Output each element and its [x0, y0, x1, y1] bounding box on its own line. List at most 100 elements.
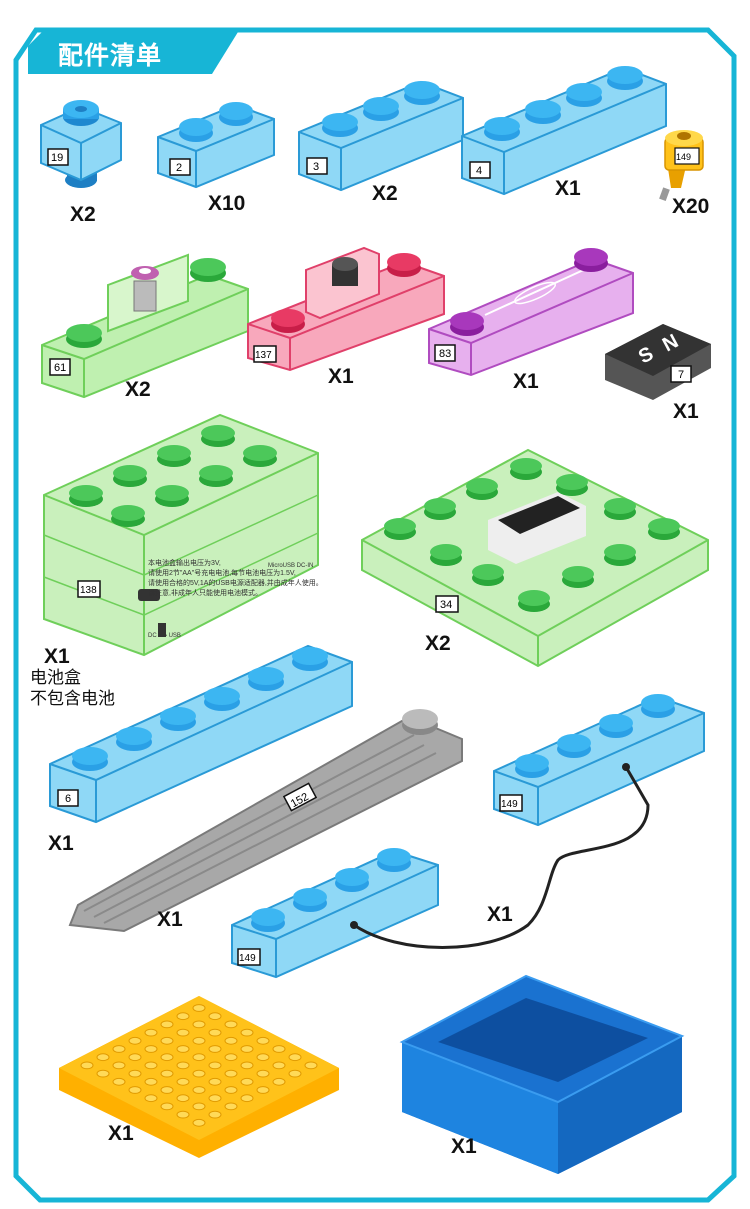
base-plate-stud [208, 1110, 222, 1119]
base-plate-stud [160, 1020, 174, 1029]
base-plate-stud [256, 1069, 270, 1078]
base-plate-stud [112, 1061, 126, 1070]
usb-port-label: MicroUSB DC-IN [268, 563, 313, 569]
quantity-label: X1 [157, 908, 183, 931]
title-tab [28, 32, 238, 74]
green-switch-brick-icon: 61 [41, 253, 249, 399]
1x2-blue-brick-icon: 2 [157, 102, 275, 189]
base-plate-stud [192, 1036, 206, 1045]
quantity-label: X1 [513, 370, 539, 393]
base-plate-stud [160, 1086, 174, 1094]
quantity-label: X1 [328, 365, 354, 388]
1x3-blue-brick-icon: 3 [298, 80, 464, 192]
part-number: 61 [54, 362, 66, 374]
base-plate-stud [192, 1118, 206, 1127]
base-plate-stud [192, 1069, 206, 1078]
battery-warning-line: 本电池盒输出电压为3V, [148, 558, 221, 567]
base-plate-stud [160, 1036, 174, 1045]
base-plate-stud [176, 1028, 190, 1037]
part-number: 3 [313, 161, 319, 173]
base-plate-stud [192, 1102, 206, 1111]
base-plate-stud [288, 1069, 302, 1078]
part-number: 7 [678, 369, 684, 381]
base-plate-stud [96, 1053, 110, 1062]
base-plate-stud [176, 1061, 190, 1070]
part-number: 2 [176, 162, 182, 174]
part-number: 19 [51, 152, 63, 164]
base-plate-stud [208, 1061, 222, 1070]
part-number: 83 [439, 348, 451, 360]
base-plate-stud [272, 1045, 286, 1053]
base-plate-stud [160, 1069, 174, 1078]
page-title: 配件清单 [58, 41, 163, 70]
base-plate-stud [240, 1077, 254, 1086]
yellow-pin-icon: 149 [659, 130, 704, 202]
battery-note-line: 不包含电池 [30, 689, 115, 709]
part-number: 149 [239, 953, 256, 964]
quantity-label: X1 [44, 645, 70, 668]
base-plate-stud [272, 1061, 286, 1070]
battery-warning-line: 请注意,非成年人只能使用电池模式。 [148, 588, 262, 597]
quantity-label: X2 [372, 182, 398, 205]
1x1-blue-brick-icon: 19 [40, 100, 122, 188]
quantity-label: X1 [487, 903, 513, 926]
wired-blue-brick-pair-icon: 149 149 [231, 694, 705, 979]
display-plate-icon: 34 [361, 448, 709, 668]
battery-box-icon: 本电池盒输出电压为3V, 请使用2节"AA"号充电电池,每节电池电压为1.5V,… [43, 413, 323, 657]
base-plate-stud [128, 1036, 142, 1045]
quantity-label: X20 [672, 195, 710, 218]
base-plate-stud [224, 1069, 238, 1078]
base-plate-stud [128, 1069, 142, 1078]
base-plate-stud [176, 1110, 190, 1119]
base-plate-stud [176, 1077, 190, 1086]
base-plate-stud [208, 1077, 222, 1086]
base-plate-stud [208, 1045, 222, 1053]
quantity-label: X10 [208, 192, 246, 215]
quantity-label: X1 [108, 1122, 134, 1145]
quantity-label: X2 [125, 378, 151, 401]
base-plate-stud [240, 1094, 254, 1103]
brick-separator-tool-icon: 152 [68, 709, 463, 933]
base-plate-stud [160, 1053, 174, 1062]
base-plate-stud [256, 1036, 270, 1045]
battery-warning-line: 请使用合格的5V,1A的USB电源适配器,并由成年人使用。 [148, 578, 323, 587]
base-plate-stud [112, 1045, 126, 1053]
part-number: 149 [501, 799, 518, 810]
quantity-label: X1 [451, 1135, 477, 1158]
part-number: 6 [65, 793, 71, 805]
base-plate-stud [272, 1077, 286, 1086]
base-plate-stud [224, 1020, 238, 1029]
quantity-label: X2 [425, 632, 451, 655]
base-plate-stud [144, 1045, 158, 1053]
quantity-label: X1 [673, 400, 699, 423]
base-plate-stud [192, 1020, 206, 1029]
base-plate-stud [144, 1094, 158, 1103]
base-plate-stud [192, 1086, 206, 1094]
quantity-label: X2 [70, 203, 96, 226]
red-buzzer-brick-icon: 137 [247, 246, 445, 372]
part-number: 137 [255, 350, 272, 361]
1x6-blue-brick-icon: 6 [49, 644, 353, 824]
blue-storage-tray-icon [399, 974, 685, 1174]
base-plate-stud [240, 1061, 254, 1070]
base-plate-stud [128, 1086, 142, 1094]
part-number: 149 [676, 152, 691, 162]
base-plate-stud [224, 1053, 238, 1062]
base-plate-stud [256, 1086, 270, 1094]
yellow-base-plate-icon [59, 996, 339, 1158]
base-plate-stud [96, 1069, 110, 1078]
base-plate-stud [224, 1086, 238, 1094]
base-plate-stud [176, 1012, 190, 1021]
quantity-label: X1 [555, 177, 581, 200]
base-plate-stud [128, 1053, 142, 1062]
purple-reed-brick-icon: 83 [428, 248, 634, 377]
base-plate-stud [208, 1094, 222, 1103]
base-plate-stud [176, 1045, 190, 1053]
quantity-label: X1 [48, 832, 74, 855]
base-plate-stud [176, 1094, 190, 1103]
part-number: 4 [476, 165, 482, 177]
base-plate-stud [112, 1077, 126, 1086]
base-plate-stud [224, 1102, 238, 1111]
base-plate-stud [80, 1061, 94, 1070]
